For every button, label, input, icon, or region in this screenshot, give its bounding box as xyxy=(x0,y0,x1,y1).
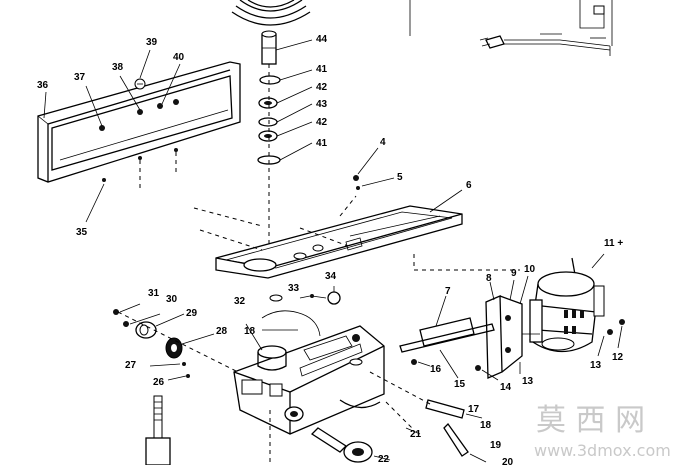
spindle-leaders xyxy=(275,39,313,161)
callout-8: 8 xyxy=(486,273,492,284)
callout-27: 27 xyxy=(125,360,137,371)
callout-labels: 44 41 42 43 42 41 39 38 40 37 36 35 4 5 … xyxy=(37,34,624,465)
head-casting-32 xyxy=(233,323,385,435)
motor-11 xyxy=(529,253,605,353)
callout-14: 14 xyxy=(500,382,512,393)
callout-15: 15 xyxy=(454,379,466,390)
callout-18-top: 18 xyxy=(244,326,256,337)
callout-22: 22 xyxy=(378,454,390,465)
projection-lines xyxy=(193,195,520,271)
callout-9: 9 xyxy=(511,268,517,279)
feed-assembly xyxy=(269,371,487,465)
callout-32: 32 xyxy=(234,296,246,307)
callout-20: 20 xyxy=(502,457,514,465)
callout-36: 36 xyxy=(37,80,49,91)
motor-bracket xyxy=(485,275,540,379)
callout-38: 38 xyxy=(112,62,124,73)
callout-39: 39 xyxy=(146,37,158,48)
callout-12: 12 xyxy=(612,352,624,363)
callout-35: 35 xyxy=(76,227,88,238)
callout-29: 29 xyxy=(186,308,198,319)
callout-37: 37 xyxy=(74,72,86,83)
callout-28: 28 xyxy=(216,326,228,337)
quill-shaft xyxy=(145,395,171,465)
callout-42-bottom: 42 xyxy=(316,117,328,128)
callout-4: 4 xyxy=(380,137,386,148)
washer-41-top xyxy=(259,75,281,85)
callout-42-top: 42 xyxy=(316,82,328,93)
callout-30: 30 xyxy=(166,294,178,305)
watermark-url: www.3dmox.com xyxy=(534,441,671,460)
spindle-part-44 xyxy=(261,30,277,65)
top-plate-6 xyxy=(215,189,463,279)
callout-43: 43 xyxy=(316,99,328,110)
guard-leaders xyxy=(43,49,181,223)
callout-13-left: 13 xyxy=(522,376,534,387)
pinion-assembly xyxy=(113,303,239,381)
callout-6: 6 xyxy=(466,180,472,191)
callout-41-bottom: 41 xyxy=(316,138,328,149)
callout-5: 5 xyxy=(397,172,403,183)
small-hardware xyxy=(411,319,625,381)
callout-19: 19 xyxy=(490,440,502,451)
shaft-7 xyxy=(399,295,495,379)
callout-26: 26 xyxy=(153,377,165,388)
callout-16: 16 xyxy=(430,364,442,375)
callout-44: 44 xyxy=(316,34,328,45)
spacer-43 xyxy=(258,117,278,127)
callout-31: 31 xyxy=(148,288,160,299)
callout-33: 33 xyxy=(288,283,300,294)
callout-34: 34 xyxy=(325,271,337,282)
guard-screws xyxy=(99,78,179,182)
callout-18-bottom: 18 xyxy=(480,420,492,431)
callout-40: 40 xyxy=(173,52,185,63)
callout-7: 7 xyxy=(445,286,451,297)
callout-17: 17 xyxy=(468,404,480,415)
bearing-42-top xyxy=(258,97,278,109)
callout-11: 11 + xyxy=(604,238,623,249)
callout-10: 10 xyxy=(524,264,536,275)
power-cord xyxy=(409,0,613,56)
screws-4-5 xyxy=(353,147,395,190)
watermark-chinese: 莫 西 网 xyxy=(536,403,645,438)
pulley xyxy=(231,0,311,26)
callout-13-right: 13 xyxy=(590,360,602,371)
bearing-42-bottom xyxy=(258,130,278,142)
callout-41-top: 41 xyxy=(316,64,328,75)
parts-33-34-18 xyxy=(261,286,341,337)
callout-21: 21 xyxy=(410,429,422,440)
watermark: 莫 西 网 www.3dmox.com xyxy=(534,403,671,460)
